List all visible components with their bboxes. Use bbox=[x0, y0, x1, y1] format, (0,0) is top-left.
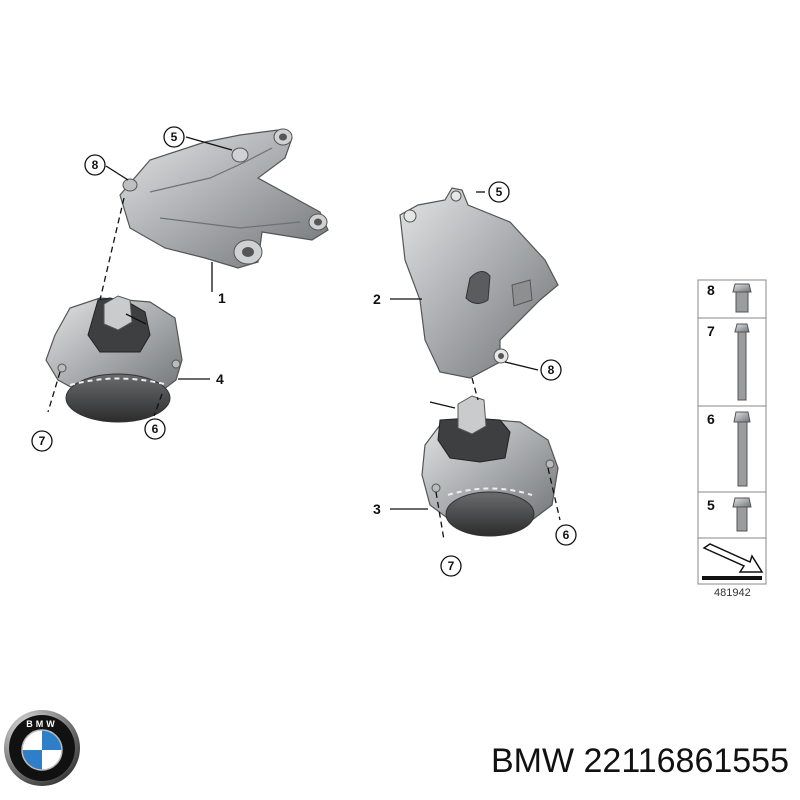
part-label-1: 1 bbox=[218, 290, 226, 306]
legend-item-8: 8 bbox=[707, 282, 715, 298]
svg-text:7: 7 bbox=[448, 559, 455, 573]
legend-item-5: 5 bbox=[707, 497, 715, 513]
engine-bracket-part-2 bbox=[399, 187, 559, 379]
callout-5-right: 5 bbox=[488, 181, 510, 203]
bolt-6-icon bbox=[733, 411, 751, 487]
svg-text:8: 8 bbox=[92, 158, 99, 172]
leader-lines bbox=[105, 136, 539, 510]
callout-5-top-left: 5 bbox=[163, 126, 185, 148]
engine-mount-part-4 bbox=[45, 295, 183, 423]
svg-text:6: 6 bbox=[563, 528, 570, 542]
callout-6-left: 6 bbox=[144, 418, 166, 440]
legend-item-7: 7 bbox=[707, 323, 715, 339]
callout-6-right: 6 bbox=[555, 524, 577, 546]
fastener-legend: 8 7 6 5 bbox=[697, 279, 767, 585]
bolt-8-icon bbox=[732, 283, 752, 313]
svg-text:5: 5 bbox=[171, 130, 178, 144]
bmw-logo: BMW bbox=[4, 710, 80, 786]
part-number-caption: BMW 22116861555 bbox=[491, 742, 789, 780]
engine-mount-part-3 bbox=[421, 395, 559, 537]
bolt-7-icon bbox=[734, 323, 750, 401]
callout-8-top-left: 8 bbox=[84, 154, 106, 176]
legend-item-6: 6 bbox=[707, 411, 715, 427]
callout-8-right: 8 bbox=[540, 359, 562, 381]
svg-text:6: 6 bbox=[152, 422, 159, 436]
svg-text:8: 8 bbox=[548, 363, 555, 377]
engine-bracket-part-1 bbox=[119, 128, 329, 269]
bolt-5-icon bbox=[732, 497, 752, 532]
svg-text:5: 5 bbox=[496, 185, 503, 199]
bmw-logo-letters: BMW bbox=[26, 719, 58, 729]
callout-7-left: 7 bbox=[31, 430, 53, 452]
part-label-4: 4 bbox=[216, 371, 224, 387]
svg-text:7: 7 bbox=[39, 434, 46, 448]
diagram-reference-number: 481942 bbox=[714, 587, 751, 599]
direction-arrow-icon bbox=[702, 543, 764, 580]
part-label-3: 3 bbox=[373, 501, 381, 517]
part-label-2: 2 bbox=[373, 291, 381, 307]
assembly-lines bbox=[47, 197, 561, 541]
callout-7-right: 7 bbox=[440, 555, 462, 577]
